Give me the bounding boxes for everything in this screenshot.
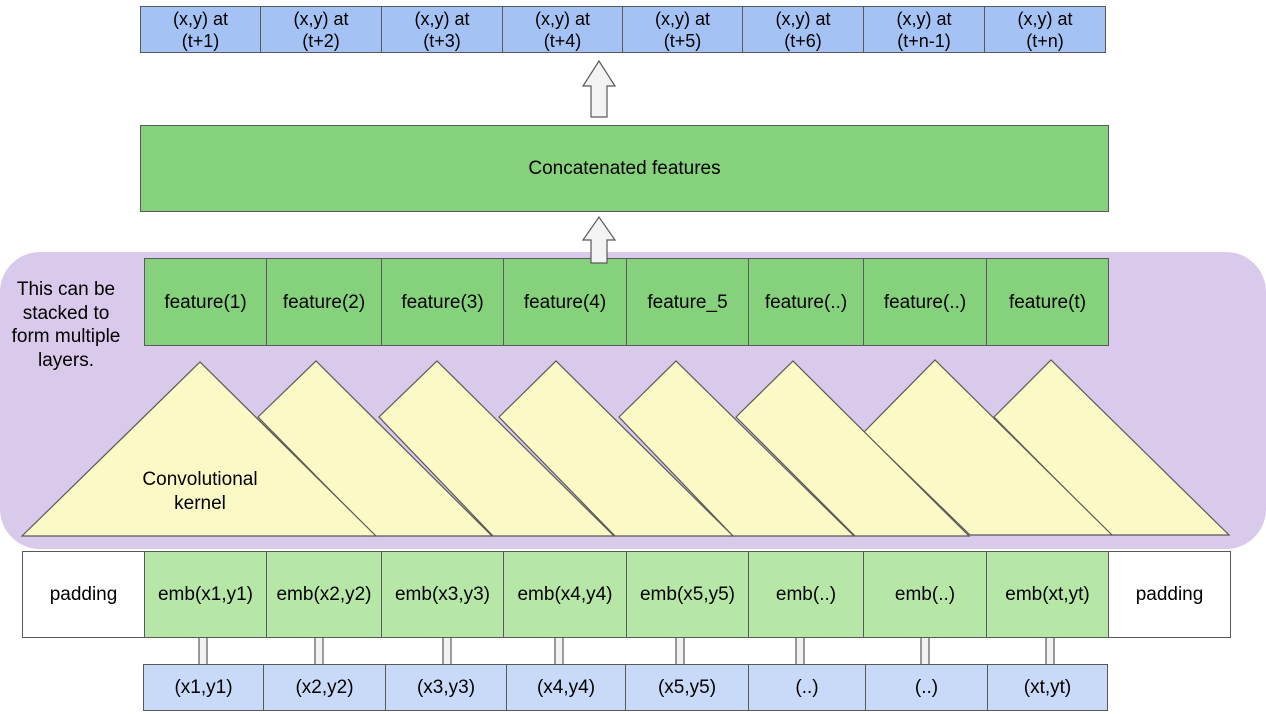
embedding-cell-1: emb(x1,y1) xyxy=(144,551,267,638)
output-cell-5: (x,y) at (t+5) xyxy=(622,6,743,53)
kernel-triangle-6 xyxy=(735,360,971,537)
arrow-up-to-concat xyxy=(581,215,617,264)
feature-cell-2: feature(2) xyxy=(266,258,382,346)
embedding-cell-3: emb(x3,y3) xyxy=(381,551,504,638)
embedding-cell-7: emb(..) xyxy=(863,551,987,638)
output-cell-8: (x,y) at (t+n) xyxy=(984,6,1106,53)
embedding-cell-5: emb(x5,y5) xyxy=(626,551,749,638)
output-cell-4: (x,y) at (t+4) xyxy=(502,6,623,53)
kernel-triangle-1 xyxy=(20,361,378,537)
input-cell-8: (xt,yt) xyxy=(987,664,1108,711)
input-cell-6: (..) xyxy=(748,664,866,711)
convolutional-kernel-label: Convolutional kernel xyxy=(142,469,258,514)
embedding-cell-8: emb(xt,yt) xyxy=(986,551,1109,638)
output-cell-7: (x,y) at (t+n-1) xyxy=(863,6,985,53)
feature-cell-5: feature_5 xyxy=(626,258,749,346)
feature-cell-4: feature(4) xyxy=(503,258,627,346)
padding-cell-left: padding xyxy=(22,551,145,638)
input-cell-3: (x3,y3) xyxy=(385,664,507,711)
embedding-cell-2: emb(x2,y2) xyxy=(266,551,382,638)
input-cell-7: (..) xyxy=(865,664,988,711)
padding-cell-right: padding xyxy=(1108,551,1231,638)
concatenated-features-box: Concatenated features xyxy=(140,125,1109,212)
output-cell-6: (x,y) at (t+6) xyxy=(742,6,864,53)
input-cell-4: (x4,y4) xyxy=(506,664,626,711)
kernel-triangle-4 xyxy=(498,360,735,537)
feature-cell-3: feature(3) xyxy=(381,258,504,346)
arrow-up-to-output xyxy=(581,59,617,118)
feature-cell-1: feature(1) xyxy=(144,258,267,346)
stacking-note: This can be stacked to form multiple lay… xyxy=(11,279,121,371)
embedding-cell-4: emb(x4,y4) xyxy=(503,551,627,638)
concatenated-features-label: Concatenated features xyxy=(528,157,721,179)
feature-cell-6: feature(..) xyxy=(748,258,864,346)
output-cell-3: (x,y) at (t+3) xyxy=(381,6,503,53)
embedding-cell-6: emb(..) xyxy=(748,551,864,638)
output-cell-1: (x,y) at (t+1) xyxy=(140,6,261,53)
input-cell-5: (x5,y5) xyxy=(625,664,749,711)
feature-cell-8: feature(t) xyxy=(986,258,1109,346)
input-cell-1: (x1,y1) xyxy=(143,664,264,711)
kernel-triangle-7 xyxy=(863,359,1114,536)
kernel-triangle-3 xyxy=(378,360,616,537)
output-cell-2: (x,y) at (t+2) xyxy=(260,6,382,53)
kernel-triangle-5 xyxy=(618,360,856,537)
input-cell-2: (x2,y2) xyxy=(263,664,386,711)
